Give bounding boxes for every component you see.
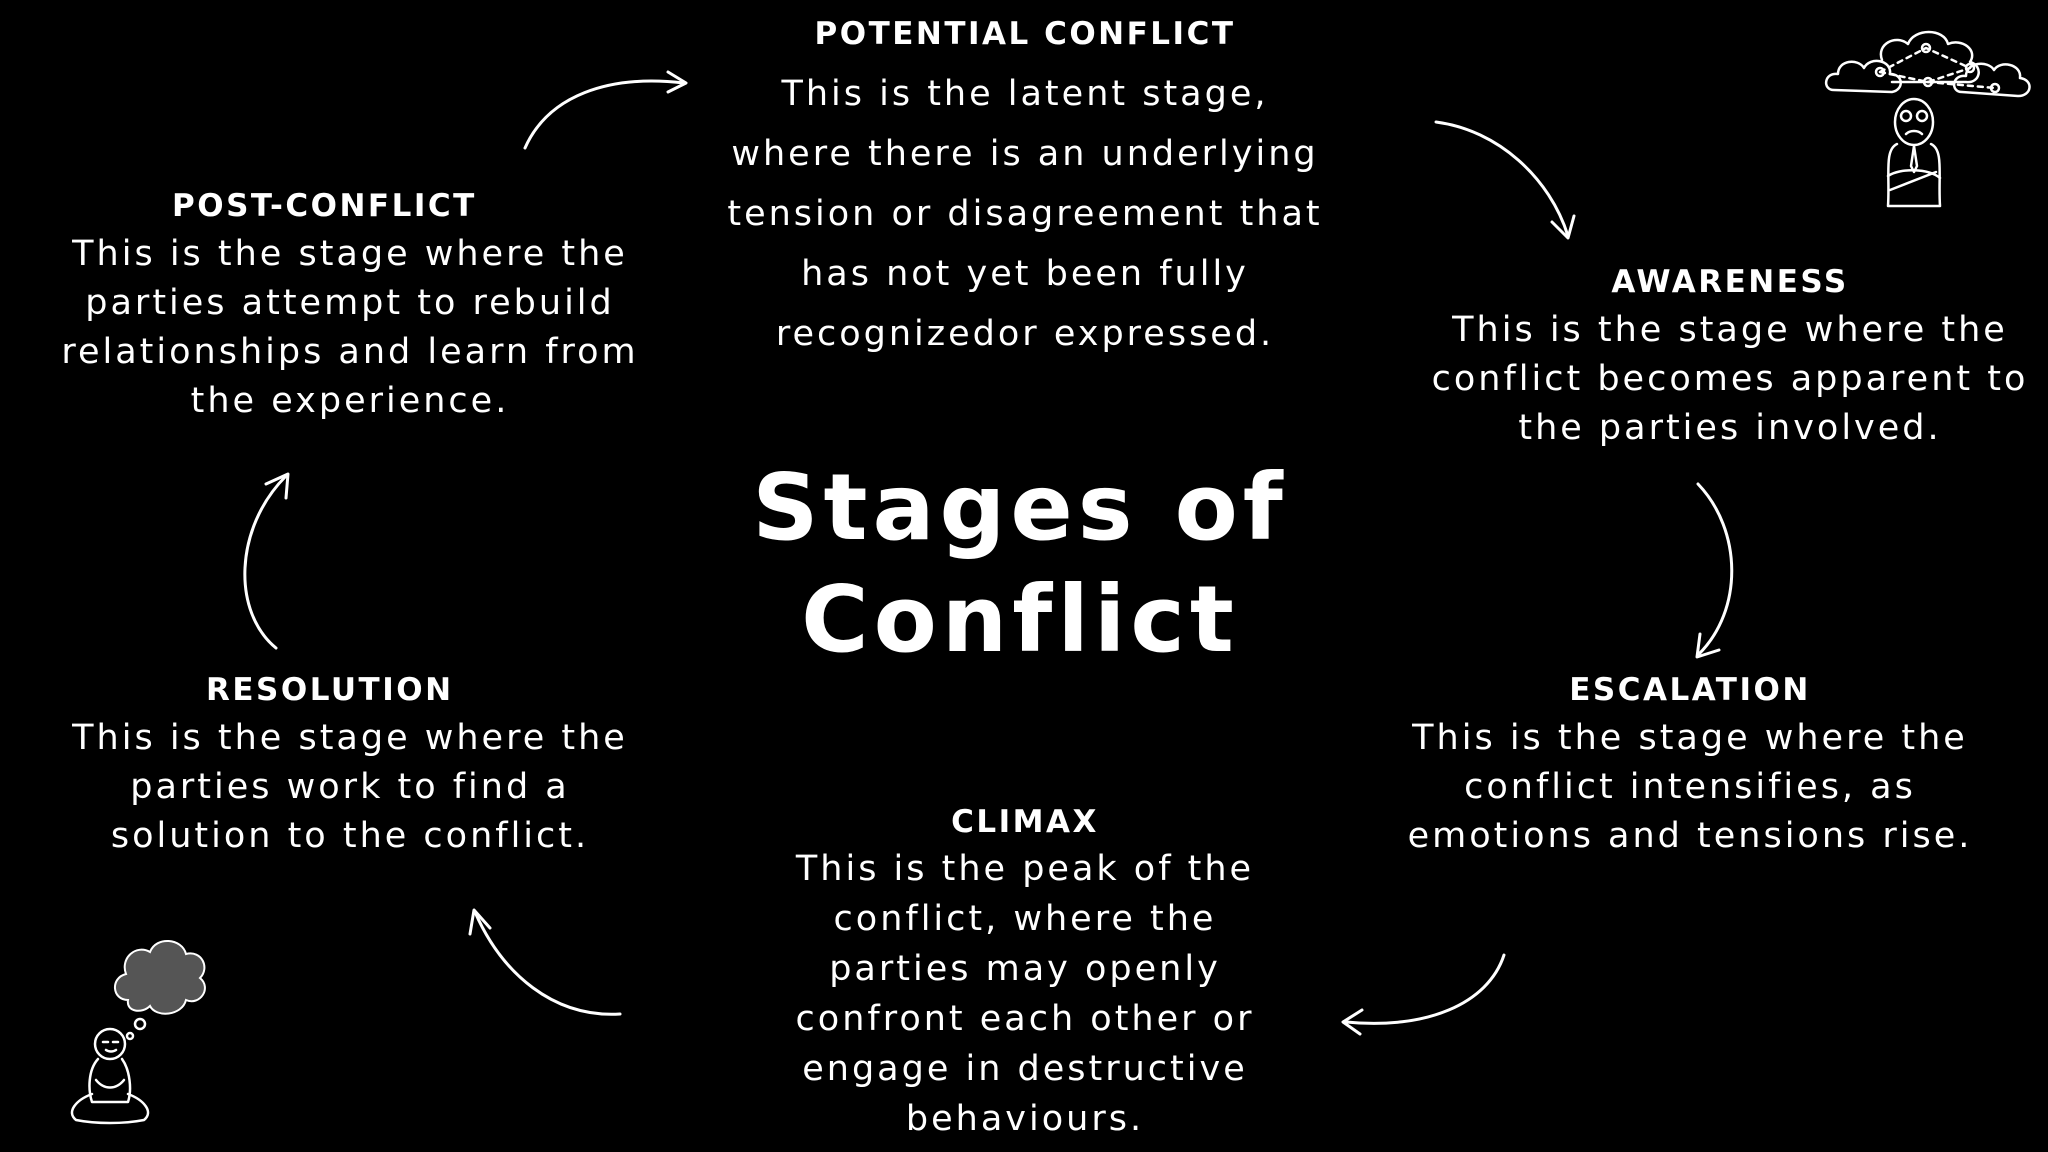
arrow-resolution-to-post bbox=[243, 472, 290, 650]
arrow-post-to-potential bbox=[523, 70, 688, 150]
stage-heading: RESOLUTION bbox=[206, 672, 454, 708]
arrow-potential-to-awareness bbox=[1434, 120, 1576, 240]
stage-heading: CLIMAX bbox=[951, 804, 1099, 840]
stage-description: This is the stage where the parties work… bbox=[72, 718, 628, 856]
meditating-person-thought-cloud-icon bbox=[70, 940, 206, 1125]
stage-escalation: ESCALATION This is the stage where the c… bbox=[1390, 672, 1990, 861]
stage-potential-conflict: POTENTIAL CONFLICT This is the latent st… bbox=[700, 16, 1350, 364]
arrow-climax-to-resolution bbox=[468, 908, 622, 1016]
stage-heading: POTENTIAL CONFLICT bbox=[814, 16, 1236, 52]
stage-heading: ESCALATION bbox=[1569, 672, 1811, 708]
stage-description: This is the stage where the conflict int… bbox=[1407, 718, 1973, 856]
stage-description: This is the latent stage, where there is… bbox=[727, 74, 1323, 354]
arrow-awareness-to-escalation bbox=[1695, 482, 1734, 659]
person-thinking-cloud-network-icon bbox=[1825, 30, 2031, 208]
stage-heading: AWARENESS bbox=[1611, 264, 1849, 300]
diagram-title: Stages of Conflict bbox=[752, 454, 1288, 673]
stage-description: This is the peak of the conflict, where … bbox=[795, 849, 1255, 1139]
stage-post-conflict: POST-CONFLICT This is the stage where th… bbox=[30, 188, 670, 426]
stage-description: This is the stage where the parties atte… bbox=[61, 234, 639, 421]
arrow-escalation-to-climax bbox=[1341, 953, 1506, 1036]
stage-awareness: AWARENESS This is the stage where the co… bbox=[1420, 264, 2040, 453]
stage-resolution: RESOLUTION This is the stage where the p… bbox=[30, 672, 670, 861]
stage-climax: CLIMAX This is the peak of the conflict,… bbox=[720, 804, 1330, 1144]
stage-description: This is the stage where the conflict bec… bbox=[1431, 310, 2029, 448]
stage-heading: POST-CONFLICT bbox=[172, 188, 477, 224]
